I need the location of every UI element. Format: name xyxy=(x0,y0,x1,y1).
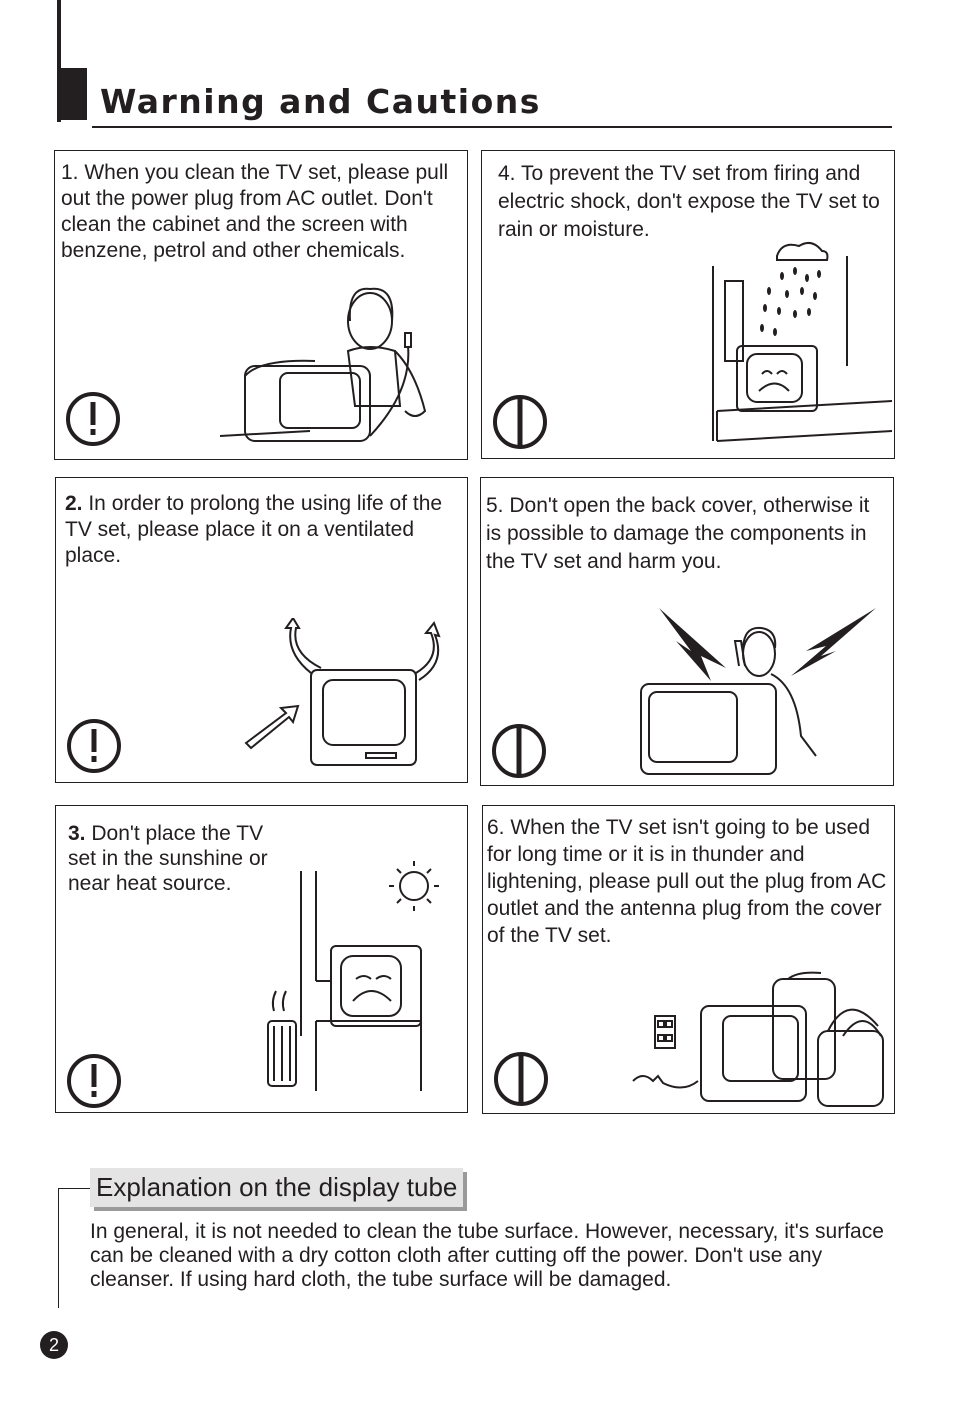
caution-text-1: 1. When you clean the TV set, please pul… xyxy=(61,161,449,262)
header-side-block xyxy=(61,68,87,120)
tv-cleaning-illustration xyxy=(220,287,427,442)
exclamation-icon xyxy=(66,392,120,446)
caution-text-6: 6. When the TV set isn't going to be use… xyxy=(487,816,887,947)
caution-box-1: 1. When you clean the TV set, please pul… xyxy=(54,150,468,460)
back-cover-shock-illustration xyxy=(640,608,876,775)
prohibition-icon xyxy=(494,1052,548,1106)
caution-text-5: 5. Don't open the back cover, otherwise … xyxy=(486,494,870,573)
explanation-bracket-horizontal xyxy=(58,1188,92,1189)
caution-box-3: 3. Don't place the TV set in the sunshin… xyxy=(55,805,468,1113)
exclamation-icon xyxy=(67,1054,121,1108)
caution-box-4: 4. To prevent the TV set from firing and… xyxy=(481,150,895,459)
caution-box-5: 5. Don't open the back cover, otherwise … xyxy=(480,477,894,786)
page-number-badge: 2 xyxy=(40,1331,68,1359)
header-side-bar xyxy=(57,0,61,122)
prohibition-icon xyxy=(492,724,546,778)
caution-body-2: In order to prolong the using life of th… xyxy=(65,492,443,567)
caution-body-3: Don't place the TV set in the sunshine o… xyxy=(68,822,268,895)
caution-box-6: 6. When the TV set isn't going to be use… xyxy=(482,805,895,1114)
page-title: Warning and Cautions xyxy=(100,82,541,121)
caution-number-3: 3. xyxy=(68,822,86,845)
rain-tv-illustration xyxy=(712,241,892,442)
caution-text-2: 2. In order to prolong the using life of… xyxy=(65,491,460,569)
caution-box-2: 2. In order to prolong the using life of… xyxy=(55,477,468,783)
caution-text-4: 4. To prevent the TV set from firing and… xyxy=(498,162,880,241)
explanation-body: In general, it is not needed to clean th… xyxy=(90,1220,884,1291)
caution-text-3: 3. Don't place the TV set in the sunshin… xyxy=(68,821,268,896)
unplug-tv-illustration xyxy=(632,971,884,1107)
explanation-heading: Explanation on the display tube xyxy=(90,1168,464,1207)
prohibition-icon xyxy=(493,395,547,449)
ventilated-tv-illustration xyxy=(244,618,441,766)
explanation-bracket-vertical xyxy=(58,1188,59,1308)
title-underline xyxy=(92,126,892,128)
caution-number-2: 2. xyxy=(65,492,83,515)
exclamation-icon xyxy=(67,719,121,773)
sunshine-tv-illustration xyxy=(267,861,439,1091)
